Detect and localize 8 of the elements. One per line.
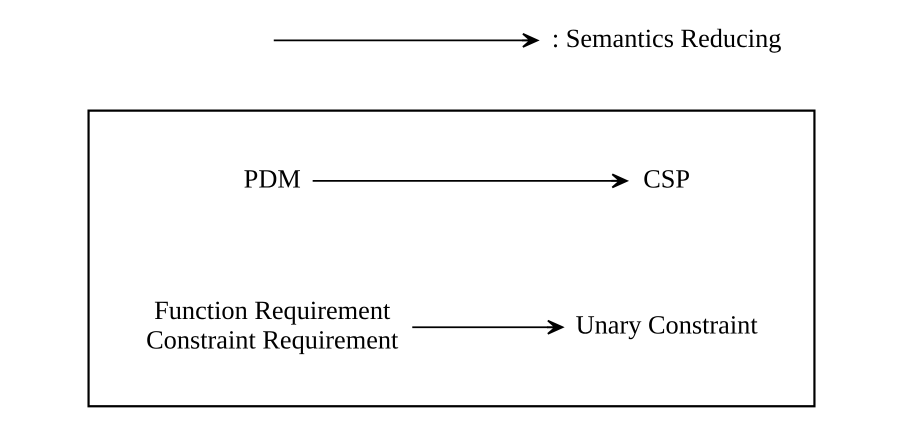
node-text: PDM [244, 164, 301, 194]
arrow [412, 320, 564, 335]
arrow [312, 173, 628, 188]
node-text: Function Requirement Constraint Requirement [146, 296, 398, 354]
node-text: Unary Constraint [576, 310, 758, 340]
legend-label: : Semantics Reducing [552, 24, 782, 53]
cluster [87, 110, 816, 408]
node-text: CSP [643, 164, 690, 194]
